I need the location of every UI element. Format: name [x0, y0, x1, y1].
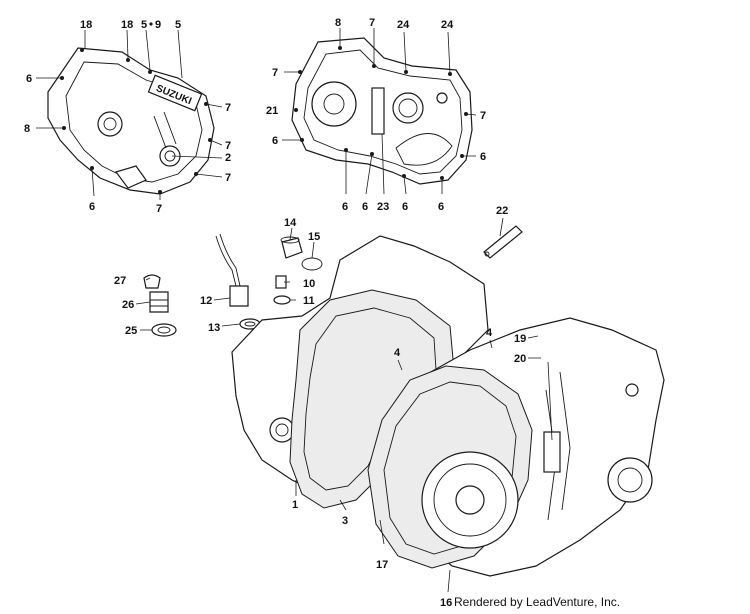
callout-17: 17: [376, 559, 388, 571]
callout-7: 7: [272, 67, 278, 79]
callout-24: 24: [441, 19, 454, 31]
callout-19: 19: [514, 333, 526, 345]
callout-13: 13: [208, 322, 220, 334]
callout-6: 6: [480, 151, 486, 163]
callout-14: 14: [284, 217, 297, 229]
callout-18: 18: [121, 19, 133, 31]
callouts: 18 18 5 9 5 6 8 7 7 2 7 6 7 8 7 24 24 7 …: [24, 17, 526, 609]
callout-7: 7: [480, 110, 486, 122]
callout-9: 9: [155, 19, 161, 31]
callout-27: 27: [114, 275, 126, 287]
callout-5: 5: [175, 19, 181, 31]
leader-lines: [36, 28, 553, 593]
callout-6: 6: [362, 201, 368, 213]
magneto-cover: [291, 37, 473, 185]
callout-7: 7: [225, 140, 231, 152]
callout-16: 16: [440, 597, 452, 609]
callout-22: 22: [496, 205, 508, 217]
callout-21: 21: [266, 105, 278, 117]
callout-8: 8: [335, 17, 341, 29]
callout-11: 11: [303, 295, 315, 307]
callout-4: 4: [394, 347, 401, 359]
crankcase: [231, 235, 665, 577]
callout-24: 24: [397, 19, 410, 31]
callout-4: 4: [486, 327, 493, 339]
callout-separator-dot: [149, 22, 153, 26]
callout-8: 8: [24, 123, 30, 135]
callout-20: 20: [514, 353, 526, 365]
callout-3: 3: [342, 515, 348, 527]
callout-6: 6: [89, 201, 95, 213]
callout-6: 6: [26, 73, 32, 85]
callout-7: 7: [156, 203, 162, 215]
callout-7: 7: [225, 172, 231, 184]
callout-1: 1: [292, 499, 298, 511]
callout-15: 15: [308, 231, 320, 243]
callout-2: 2: [225, 152, 231, 164]
callout-18: 18: [80, 19, 92, 31]
callout-12: 12: [200, 295, 212, 307]
render-credit: Rendered by LeadVenture, Inc.: [454, 595, 620, 609]
callout-23: 23: [377, 201, 389, 213]
callout-25: 25: [125, 325, 137, 337]
callout-7: 7: [369, 17, 375, 29]
callout-6: 6: [402, 201, 408, 213]
callout-5: 5: [141, 19, 147, 31]
clutch-cover: SUZUKI: [47, 47, 215, 195]
callout-7: 7: [225, 102, 231, 114]
callout-10: 10: [303, 278, 315, 290]
callout-26: 26: [122, 299, 134, 311]
callout-6: 6: [342, 201, 348, 213]
callout-6: 6: [438, 201, 444, 213]
callout-6: 6: [272, 135, 278, 147]
